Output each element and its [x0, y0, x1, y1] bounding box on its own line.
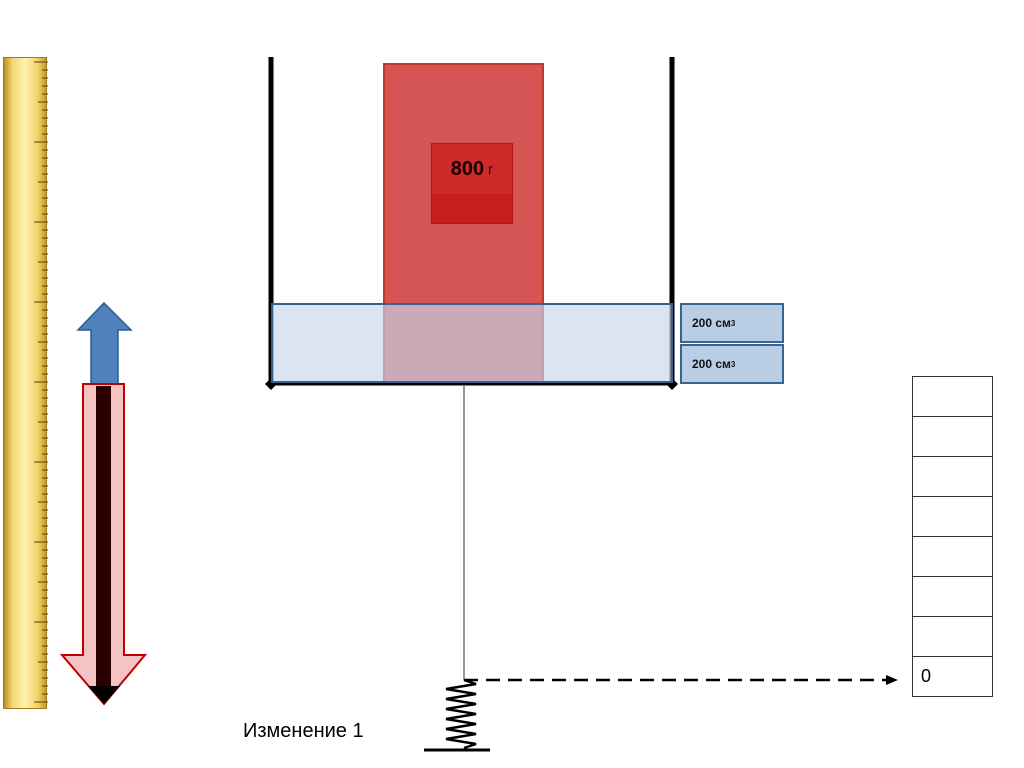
down-arrow-tip — [88, 686, 120, 704]
weight-label: 800 г — [431, 143, 513, 224]
scale-table: 0 — [912, 376, 993, 697]
scale-cell — [912, 576, 993, 617]
caption: Изменение 1 — [243, 720, 364, 742]
scale-cell — [912, 376, 993, 417]
volume-1-value: 200 см — [692, 316, 731, 330]
scale-cell — [912, 416, 993, 457]
scale-row — [912, 376, 993, 417]
scale-cell — [912, 496, 993, 537]
scale-cell — [912, 456, 993, 497]
weight-value: 800 — [450, 157, 485, 180]
down-arrow-core — [96, 386, 111, 686]
weight-unit: г — [488, 161, 494, 177]
scale-cell — [912, 616, 993, 657]
scale-cell — [912, 536, 993, 577]
ruler-ticks — [34, 61, 48, 703]
volume-2-exponent: 3 — [730, 359, 736, 369]
spring — [445, 678, 477, 750]
ruler — [3, 57, 48, 709]
scale-row — [912, 536, 993, 577]
level-pointer-arrowhead — [886, 675, 898, 685]
scale-row — [912, 416, 993, 457]
scale-row: 0 — [912, 656, 993, 697]
scale-cell: 0 — [912, 656, 993, 697]
scale-row — [912, 456, 993, 497]
scale-row — [912, 496, 993, 537]
scale-row — [912, 616, 993, 657]
volume-2-value: 200 см — [692, 357, 731, 371]
volume-1-exponent: 3 — [730, 318, 736, 328]
scale-row — [912, 576, 993, 617]
up-arrow — [76, 301, 133, 385]
water-layer — [271, 303, 673, 383]
